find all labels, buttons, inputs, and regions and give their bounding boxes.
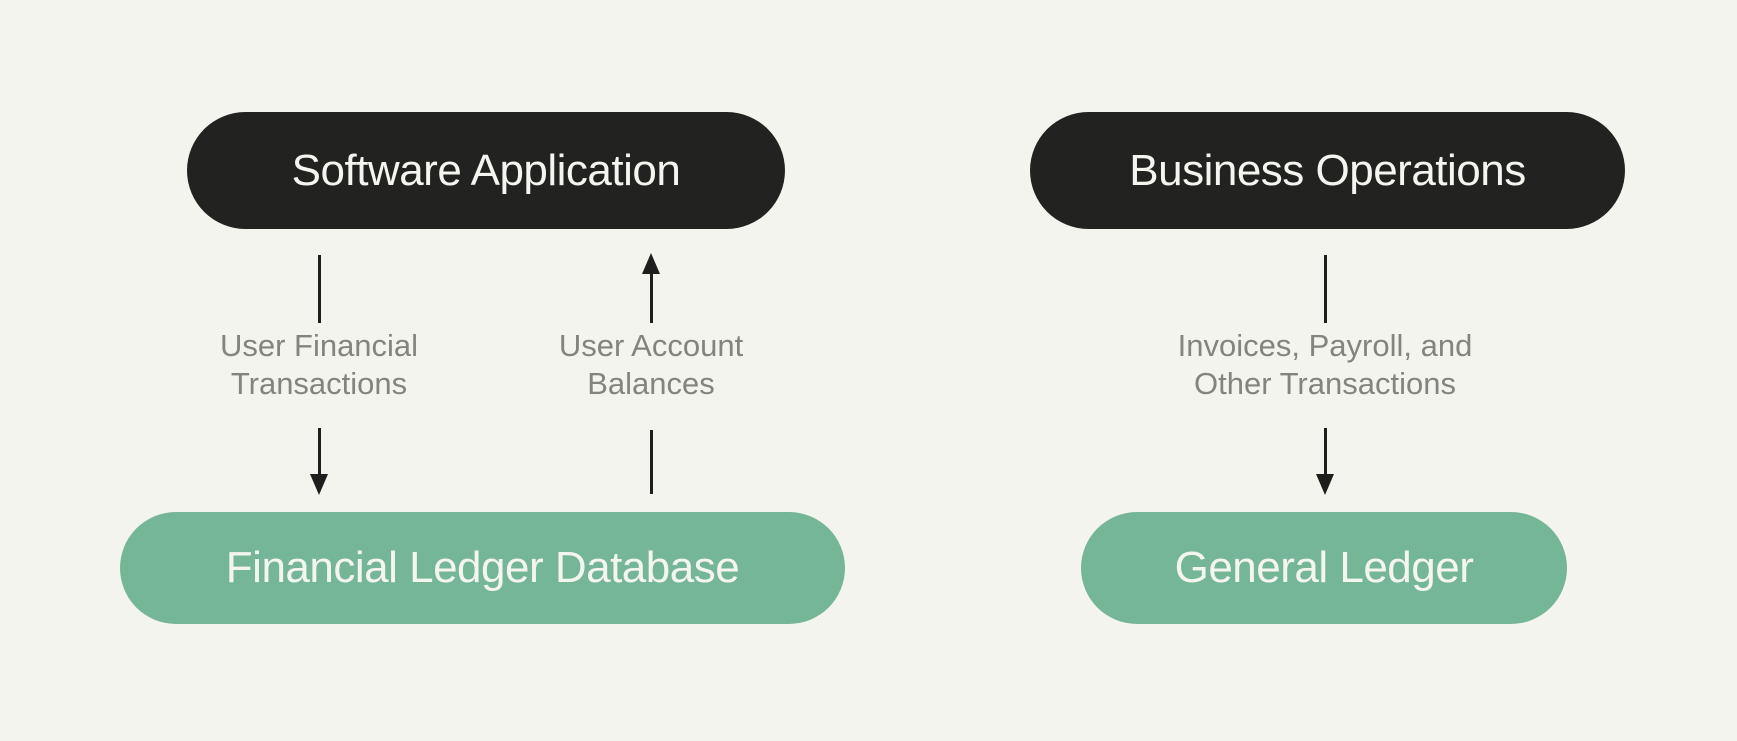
edge-stem xyxy=(317,255,321,323)
financial-ledger-database-node: Financial Ledger Database xyxy=(120,512,845,624)
edge-label-user-account-balances: User Account Balances xyxy=(558,328,744,401)
business-operations-node: Business Operations xyxy=(1030,112,1625,229)
edge-arrow-transactions-to-ledger xyxy=(309,428,329,495)
edge-label-user-financial-transactions: User Financial Transactions xyxy=(219,328,419,401)
edge-stem xyxy=(1323,255,1327,323)
software-application-node: Software Application xyxy=(187,112,785,229)
edge-line-software-to-label xyxy=(309,255,329,323)
edge-line-label-to-ledger xyxy=(641,430,661,494)
edge-line-business-to-label xyxy=(1315,255,1335,323)
edge-stem xyxy=(317,428,321,474)
arrow-down-icon xyxy=(310,474,328,495)
edge-arrow-balances-to-software xyxy=(641,253,661,323)
edge-label-invoices-payroll: Invoices, Payroll, and Other Transaction… xyxy=(1177,328,1473,401)
arrow-up-icon xyxy=(642,253,660,274)
edge-arrow-invoices-to-general-ledger xyxy=(1315,428,1335,495)
general-ledger-node: General Ledger xyxy=(1081,512,1567,624)
edge-stem xyxy=(1323,428,1327,474)
edge-stem xyxy=(649,274,653,323)
edge-stem xyxy=(649,430,653,494)
arrow-down-icon xyxy=(1316,474,1334,495)
